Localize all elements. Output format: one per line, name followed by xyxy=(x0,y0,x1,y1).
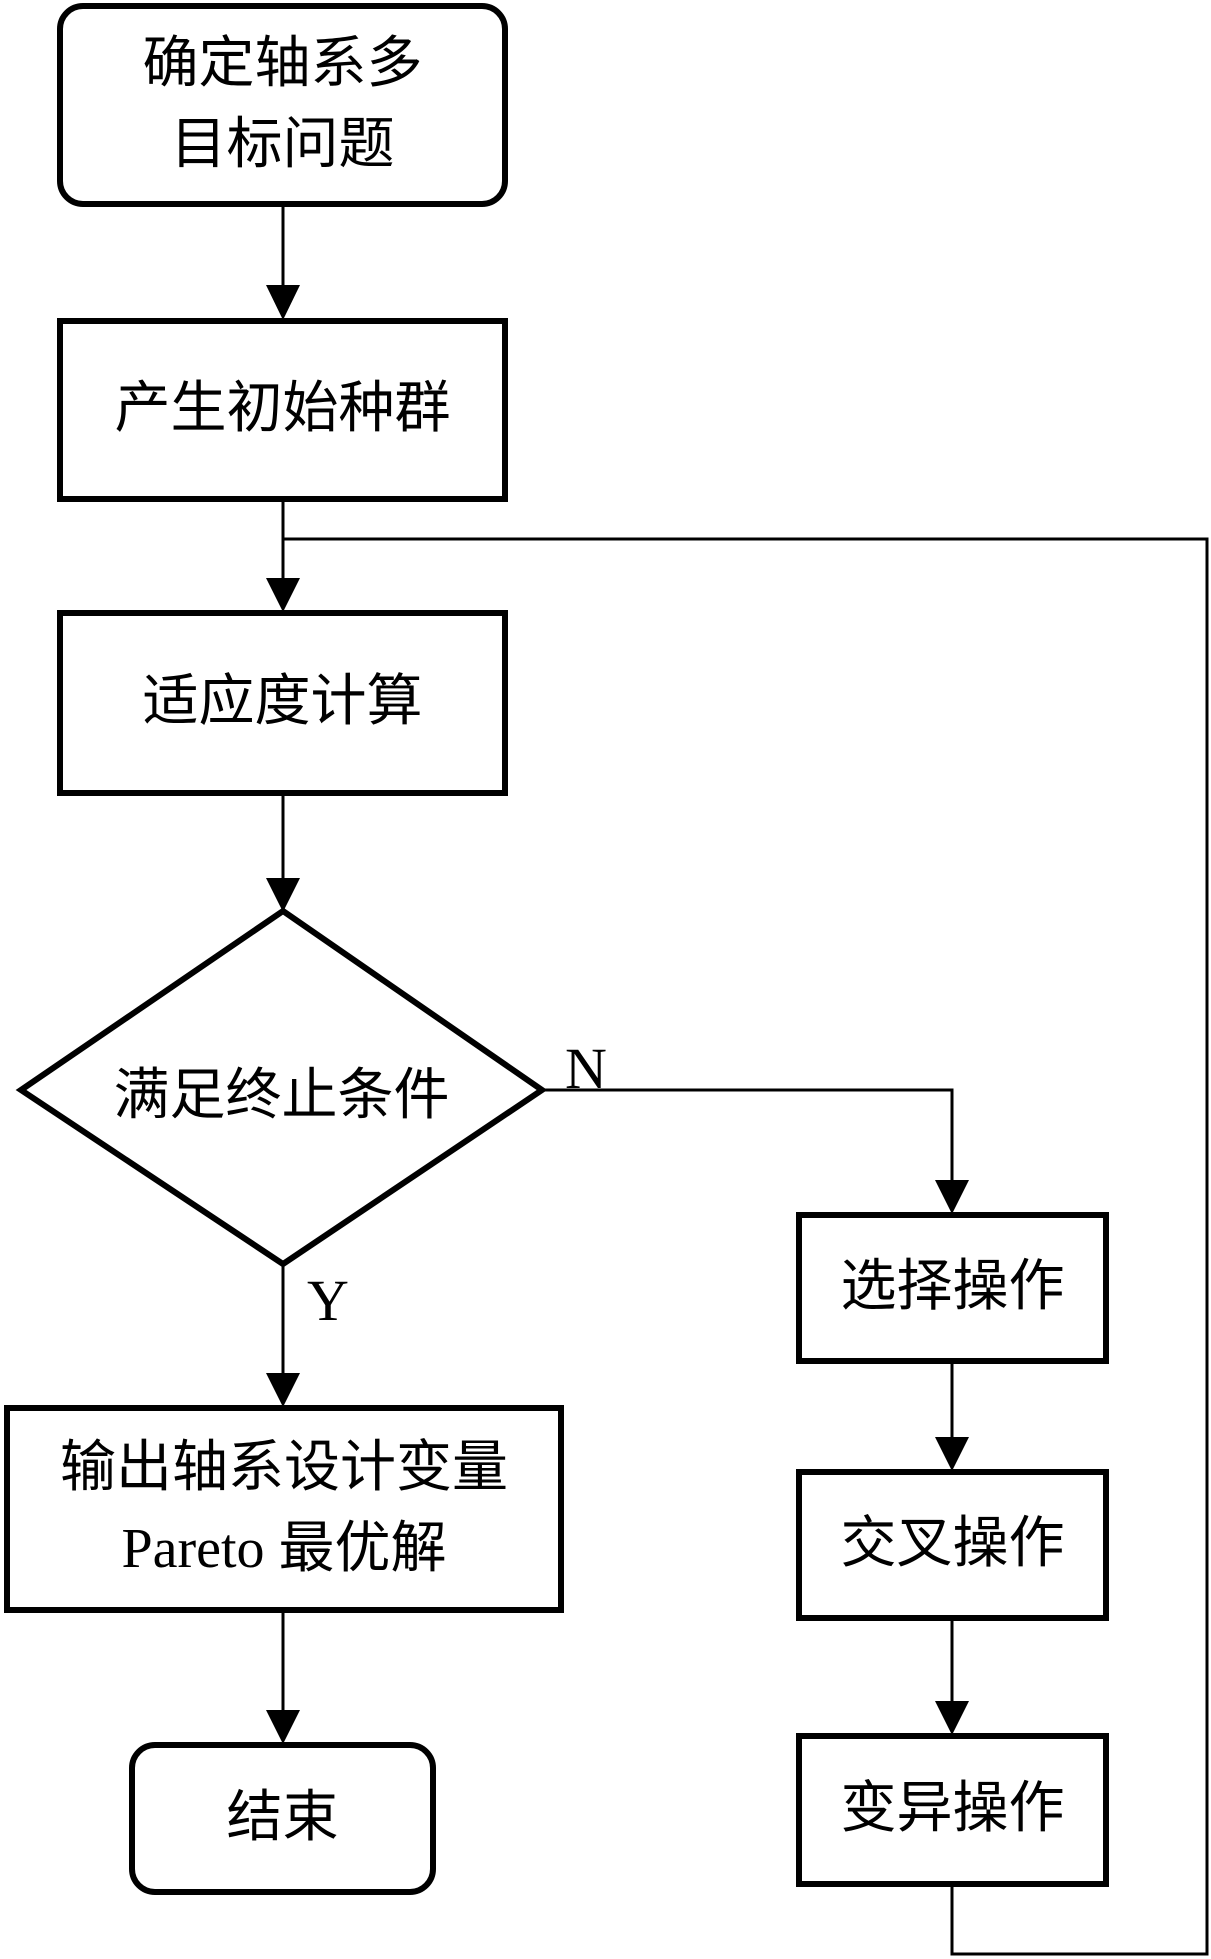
arrowhead-icon xyxy=(266,578,300,612)
node-end-label: 结束 xyxy=(226,1786,339,1849)
node-start-line-1: 确定轴系多 xyxy=(142,32,423,95)
arrowhead-icon xyxy=(266,1710,300,1744)
node-termination-check-label: 满足终止条件 xyxy=(113,1064,450,1127)
node-fitness: 适应度计算 xyxy=(57,610,508,796)
node-crossover-label: 交叉操作 xyxy=(840,1513,1065,1576)
arrowhead-icon xyxy=(266,285,300,320)
node-selection: 选择操作 xyxy=(796,1212,1109,1364)
edge-check-to-selection-no xyxy=(542,1088,954,1190)
node-start: 确定轴系多 目标问题 xyxy=(57,3,508,207)
node-crossover: 交叉操作 xyxy=(796,1469,1109,1621)
arrowhead-icon xyxy=(266,878,300,912)
edge-mutation-loop-to-fitness xyxy=(283,537,1209,1956)
node-init-population: 产生初始种群 xyxy=(57,318,508,502)
node-mutation-label: 变异操作 xyxy=(840,1778,1065,1841)
edge-label-yes: Y xyxy=(307,1268,349,1333)
node-selection-label: 选择操作 xyxy=(840,1256,1065,1319)
node-output-line-1: 输出轴系设计变量 xyxy=(60,1436,508,1499)
arrowhead-icon xyxy=(266,1373,300,1407)
node-fitness-label: 适应度计算 xyxy=(142,671,423,734)
edge-label-no: N xyxy=(565,1036,607,1101)
arrowhead-icon xyxy=(935,1701,969,1735)
arrowhead-icon xyxy=(935,1180,969,1214)
node-end: 结束 xyxy=(129,1742,436,1895)
node-output: 输出轴系设计变量 Pareto 最优解 xyxy=(4,1405,564,1613)
node-init-population-label: 产生初始种群 xyxy=(114,378,451,441)
node-start-line-2: 目标问题 xyxy=(170,114,395,176)
node-output-line-2: Pareto 最优解 xyxy=(121,1518,447,1580)
arrowhead-icon xyxy=(935,1437,969,1471)
node-mutation: 变异操作 xyxy=(796,1733,1109,1887)
